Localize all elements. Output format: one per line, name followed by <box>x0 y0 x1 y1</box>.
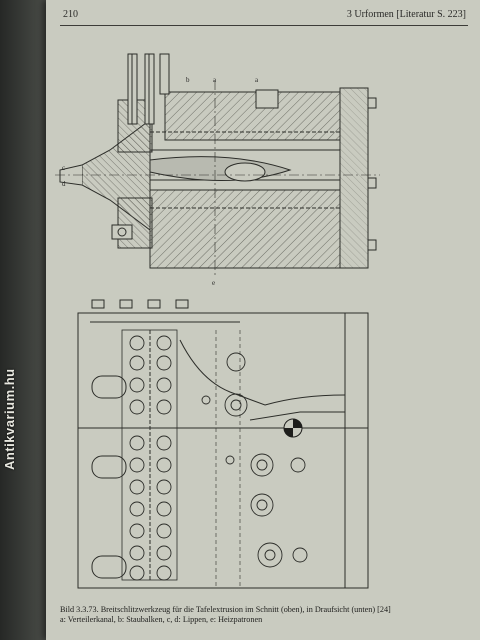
figure-caption: Bild 3.3.73. Breitschlitzwerkzeug für di… <box>60 605 465 625</box>
chapter-title: 3 Urformen [Literatur S. 223] <box>346 9 466 20</box>
caption-line-1: Bild 3.3.73. Breitschlitzwerkzeug für di… <box>60 605 391 614</box>
book-spine-shadow <box>0 0 46 640</box>
page-number: 210 <box>63 9 78 20</box>
header-rule <box>60 25 468 26</box>
label-a2: a <box>255 76 259 84</box>
section-view <box>55 53 380 275</box>
label-a1: a <box>213 76 217 84</box>
label-d: d <box>62 180 66 188</box>
watermark: Antikvarium.hu <box>2 368 17 470</box>
label-c: c <box>62 164 65 172</box>
label-b: b <box>186 76 190 84</box>
bolt-circles <box>129 335 308 581</box>
caption-line-2: a: Verteilerkanal, b: Staubalken, c, d: … <box>60 615 263 624</box>
plan-view <box>77 299 369 589</box>
label-e: e <box>212 279 215 287</box>
running-header: 210 3 Urformen [Literatur S. 223] <box>63 9 466 23</box>
center-mark-symbol <box>283 418 303 438</box>
